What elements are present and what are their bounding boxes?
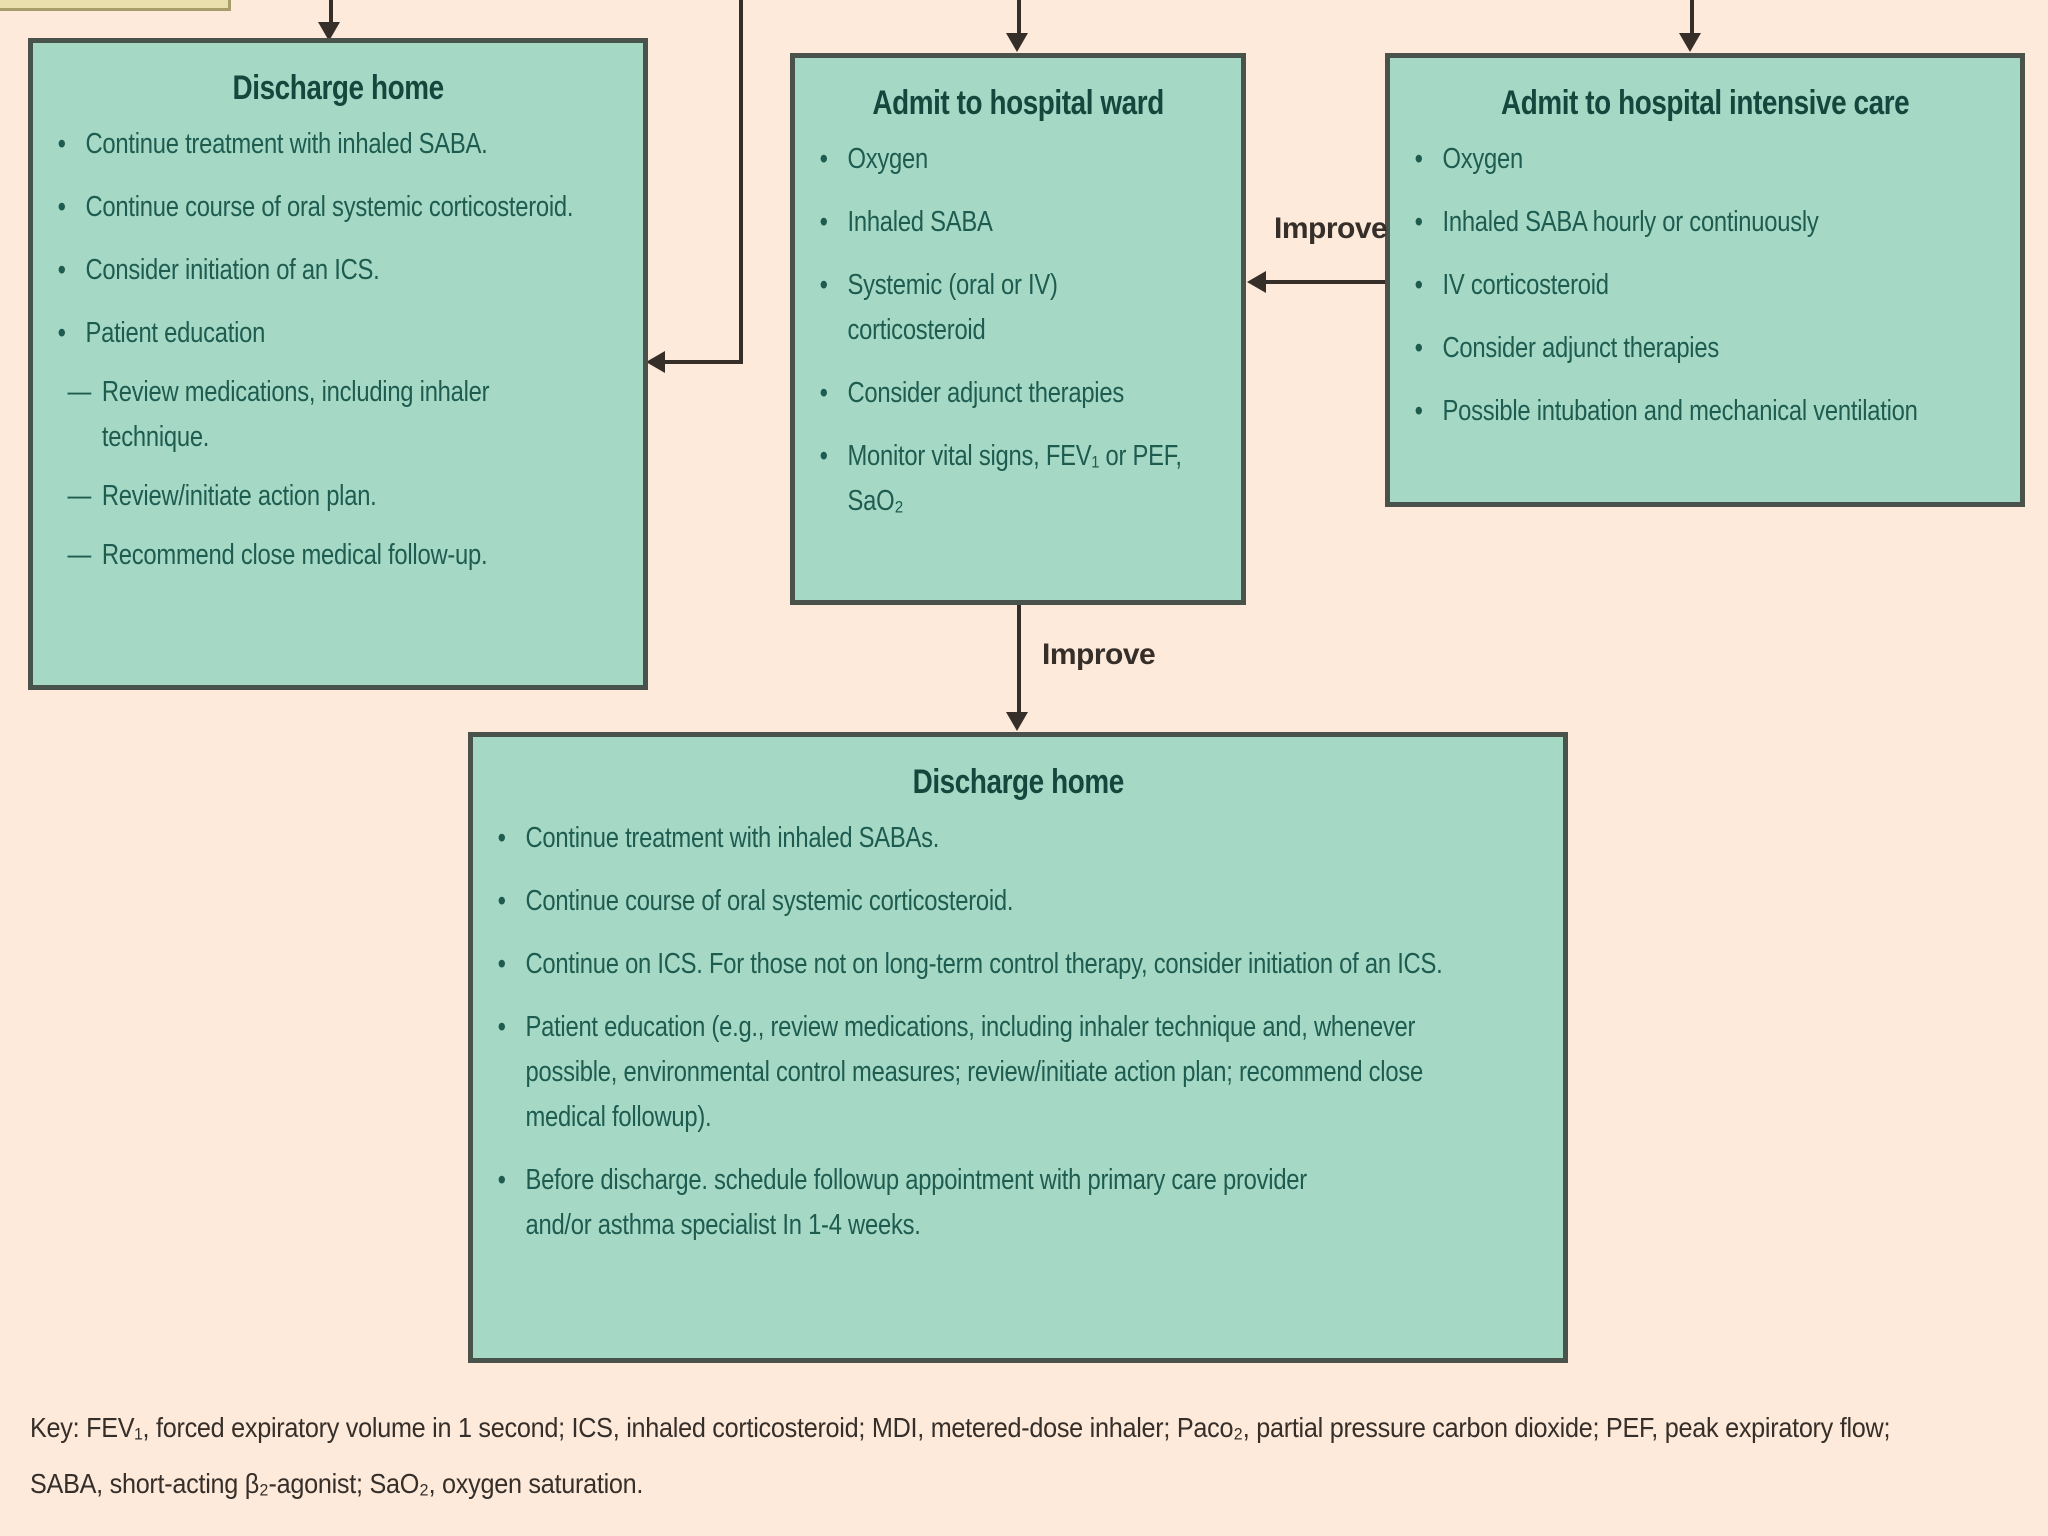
bullet-marker: • [57, 128, 66, 160]
key-text: Key: FEV₁, forced expiratory volume in 1… [30, 1412, 1891, 1499]
list-item: • Consider adjunct therapies [795, 371, 1235, 416]
arrow-line-top-to-ward [1017, 0, 1021, 37]
bullet-marker: • [819, 143, 828, 175]
list-item: • Continue treatment with inhaled SABAs. [473, 816, 1557, 861]
list-item-text: Review/initiate action plan. [101, 479, 377, 512]
list-item-text: Review medications, including inhaler te… [101, 375, 490, 453]
improve-label-horizontal: Improve [1274, 212, 1388, 245]
bullet-marker: • [1414, 143, 1423, 175]
arrowhead-down-icon [1006, 712, 1028, 731]
list-item: • Inhaled SABA hourly or continuously [1390, 200, 2014, 245]
improve-label-vertical: Improve [1042, 638, 1156, 671]
arrowhead-left-icon [1247, 271, 1266, 293]
list-item: • Continue on ICS. For those not on long-… [473, 942, 1557, 987]
bullet-marker: • [497, 1010, 506, 1043]
list-item: • Before discharge. schedule followup app… [473, 1158, 1557, 1248]
list-item: • Patient education [33, 311, 637, 356]
box-admit-intensive-care: Admit to hospital intensive care • Oxygen… [1385, 53, 2025, 507]
arrowhead-down-icon [318, 22, 340, 41]
list-item: • Oxygen [795, 137, 1235, 182]
list-item: — Review/initiate action plan. [33, 474, 637, 519]
bullet-marker: • [819, 205, 828, 238]
bullet-marker: • [497, 822, 506, 854]
box-discharge-home-left: Discharge home • Continue treatment with … [28, 38, 648, 690]
list-item-text: Continue on ICS. For those not on long-t… [525, 947, 1443, 980]
list-item-text: Inhaled SABA [847, 205, 993, 238]
arrow-line-top-to-icu [1690, 0, 1694, 37]
list-item: • Inhaled SABA [795, 200, 1235, 245]
list-item: • Continue course of oral systemic cortic… [33, 185, 637, 230]
bullet-marker: • [497, 947, 506, 980]
bullet-marker: • [819, 376, 828, 409]
box-title: Discharge home [912, 763, 1125, 801]
list-item-text: IV corticosteroid [1442, 268, 1609, 301]
arrow-line-top-to-discharge-left [329, 0, 333, 26]
box-admit-hospital-ward: Admit to hospital ward • Oxygen • Inhaled S… [790, 53, 1246, 605]
bullet-marker: • [57, 316, 66, 349]
list-item-text: Consider adjunct therapies [847, 376, 1124, 409]
list-item-text: Continue course of oral systemic cortico… [85, 190, 574, 223]
list-item-text: Before discharge. schedule followup appo… [525, 1163, 1307, 1241]
list-item-text: Patient education (e.g., review medicati… [525, 1010, 1423, 1133]
list-item-text: Recommend close medical follow-up. [101, 538, 488, 571]
dash-marker: — [67, 538, 91, 571]
box-discharge-home-bottom: Discharge home • Continue treatment with … [468, 732, 1568, 1363]
bullet-marker: • [1414, 394, 1423, 427]
list-item: • Consider initiation of an ICS. [33, 248, 637, 293]
list-item: • Monitor vital signs, FEV₁ or PEF, SaO₂ [795, 434, 1235, 524]
list-item-text: Consider initiation of an ICS. [85, 253, 380, 286]
arrowhead-down-icon [1006, 33, 1028, 52]
bullet-list: •Continue treatment with inhaled SABAs.•… [473, 816, 1563, 1248]
top-edge-cropped-box [0, 0, 231, 11]
list-item-text: Monitor vital signs, FEV₁ or PEF, SaO₂ [847, 439, 1182, 517]
list-item: • Continue course of oral systemic cortic… [473, 879, 1557, 924]
list-item: — Review medications, including inhaler t… [33, 370, 637, 460]
list-item: — Recommend close medical follow-up. [33, 533, 637, 578]
arrow-line-ward-to-discharge [1017, 605, 1021, 715]
list-item: • Continue treatment with inhaled SABA. [33, 122, 637, 167]
dash-marker: — [67, 479, 91, 512]
box-title: Admit to hospital intensive care [1500, 84, 1910, 122]
dash-marker: — [67, 375, 91, 408]
bullet-list: • Continue treatment with inhaled SABA. • C… [33, 122, 643, 578]
list-item: • Oxygen [1390, 137, 2014, 182]
bullet-marker: • [497, 884, 506, 917]
bullet-marker: • [1414, 205, 1423, 238]
bullet-marker: • [1414, 331, 1423, 364]
list-item: • Systemic (oral or IV) corticosteroid [795, 263, 1235, 353]
list-item-text: Oxygen [1442, 143, 1523, 175]
arrowhead-left-icon [646, 351, 665, 373]
bullet-marker: • [819, 268, 828, 301]
list-item-text: Consider adjunct therapies [1442, 331, 1719, 364]
list-item-text: Patient education [85, 316, 266, 349]
bullet-marker: • [57, 253, 66, 286]
arrow-line-bent-horizontal [660, 360, 743, 364]
box-title: Admit to hospital ward [872, 84, 1164, 122]
list-item-text: Continue treatment with inhaled SABA. [85, 128, 488, 160]
list-item-text: Continue treatment with inhaled SABAs. [525, 822, 940, 854]
bullet-list: • Oxygen • Inhaled SABA hourly or continuou… [1390, 137, 2020, 434]
list-item-text: Possible intubation and mechanical venti… [1442, 394, 1918, 427]
list-item-text: Systemic (oral or IV) corticosteroid [847, 268, 1058, 346]
bullet-marker: • [497, 1163, 506, 1196]
arrowhead-down-icon [1679, 33, 1701, 52]
bullet-marker: • [819, 439, 828, 472]
list-item: • IV corticosteroid [1390, 263, 2014, 308]
list-item-text: Inhaled SABA hourly or continuously [1442, 205, 1819, 238]
box-title: Discharge home [232, 69, 445, 107]
arrow-line-icu-to-ward [1262, 280, 1385, 284]
arrow-line-bent-vertical [739, 0, 743, 362]
bullet-marker: • [1414, 268, 1423, 301]
list-item-text: Oxygen [847, 143, 928, 175]
list-item: • Possible intubation and mechanical vent… [1390, 389, 2014, 434]
bullet-list: • Oxygen • Inhaled SABA • Systemic (oral or I… [795, 137, 1241, 524]
bullet-marker: • [57, 190, 66, 223]
list-item: • Consider adjunct therapies [1390, 326, 2014, 371]
list-item-text: Continue course of oral systemic cortico… [525, 884, 1014, 917]
list-item: • Patient education (e.g., review medicat… [473, 1005, 1557, 1140]
